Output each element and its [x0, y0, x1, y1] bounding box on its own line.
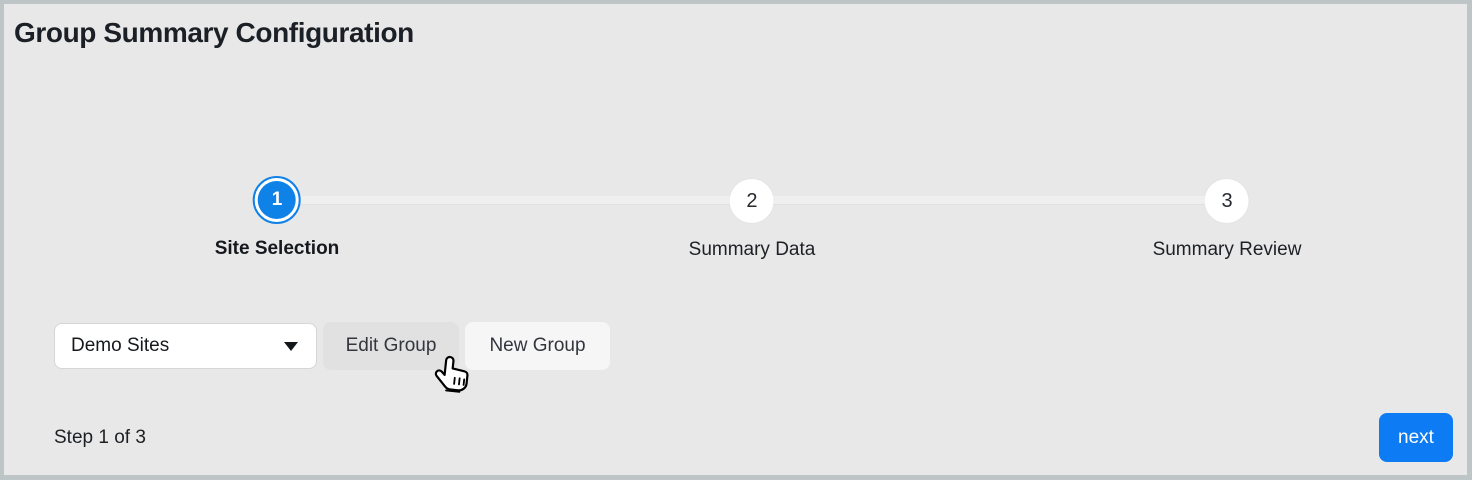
step-3-circle[interactable]: 3	[1205, 179, 1249, 223]
step-1-active-circle[interactable]: 1	[252, 176, 301, 224]
edit-group-button-label: Edit Group	[345, 335, 437, 356]
next-button-label: next	[1398, 426, 1434, 448]
stepper-step-summary-data[interactable]: 2 Summary Data	[688, 179, 816, 261]
step-3-number: 3	[1221, 189, 1233, 212]
step-1-number: 1	[257, 181, 296, 219]
next-button[interactable]: next	[1379, 413, 1453, 462]
step-2-number: 2	[746, 189, 758, 212]
group-select-dropdown[interactable]: Demo Sites	[54, 323, 317, 369]
step-3-label: Summary Review	[1152, 239, 1302, 260]
step-indicator-text: Step 1 of 3	[54, 427, 146, 448]
group-select-value: Demo Sites	[71, 335, 170, 356]
step-1-label: Site Selection	[214, 238, 340, 259]
step-2-circle[interactable]: 2	[729, 179, 774, 223]
new-group-button[interactable]: New Group	[465, 322, 610, 370]
page-title: Group Summary Configuration	[14, 17, 414, 48]
step-2-label: Summary Data	[688, 239, 816, 260]
edit-group-button[interactable]: Edit Group	[323, 322, 459, 370]
stepper-step-site-selection[interactable]: 1 Site Selection	[214, 176, 340, 260]
new-group-button-label: New Group	[489, 335, 586, 356]
stepper-step-summary-review[interactable]: 3 Summary Review	[1152, 179, 1302, 261]
dropdown-caret-icon	[284, 341, 298, 351]
